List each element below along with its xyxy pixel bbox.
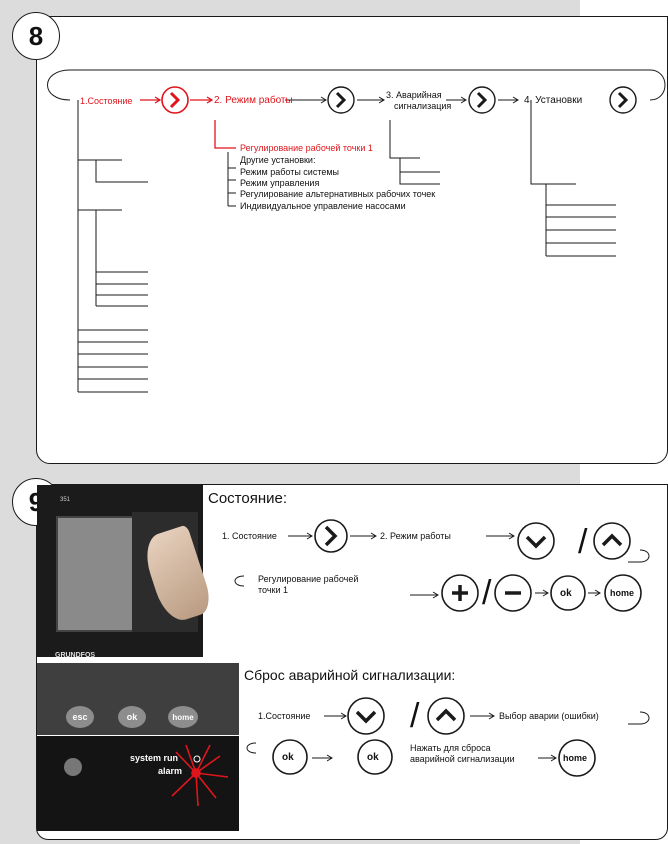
menu-status: 1.Состояние [80, 96, 133, 106]
home-button-reset: home [563, 753, 588, 763]
slash-1: / [578, 523, 588, 561]
menu-alarm-line2: сигнализация [394, 101, 452, 111]
ok-button-state: ok [560, 588, 572, 599]
state-step-mode: 2. Режим работы [380, 531, 451, 541]
slash-3: / [410, 697, 420, 735]
reset-step-status: 1.Состояние [258, 711, 311, 721]
mode-item-3: Режим работы системы [240, 167, 340, 177]
menu-mode: 2. Режим работы [214, 95, 293, 106]
choose-alarm: Выбор аварии (ошибки) [499, 711, 599, 721]
led-system-run-label: system run [130, 753, 179, 763]
mode-item-2: Другие установки: [240, 155, 316, 165]
slash-2: / [482, 574, 492, 612]
home-button-state: home [610, 588, 635, 598]
menu-alarm-line1: 3. Аварийная [386, 90, 442, 100]
press-line2: аварийной сигнализации [410, 754, 515, 764]
regulation-line2: точки 1 [258, 585, 288, 595]
power-icon [64, 758, 82, 776]
reset-title: Сброс аварийной сигнализации: [244, 667, 456, 683]
state-title: Состояние: [208, 490, 288, 507]
device-model: 351 [60, 497, 71, 503]
press-line1: Нажать для сброса [410, 743, 491, 753]
device-brand: GRUNDFOS [55, 652, 96, 659]
home-key[interactable]: home [168, 706, 198, 728]
ok-button-reset-2: ok [367, 752, 379, 763]
esc-key[interactable]: esc [66, 706, 94, 728]
mode-item-4: Режим управления [240, 178, 320, 188]
step-badge-8: 8 [12, 12, 60, 60]
led-alarm-label: alarm [158, 766, 183, 776]
state-step-status: 1. Состояние [222, 531, 277, 541]
ok-button-reset-1: ok [282, 752, 294, 763]
panel-8 [36, 16, 668, 464]
ok-key[interactable]: ok [118, 706, 146, 728]
menu-settings: 4. Установки [524, 95, 583, 106]
mode-item-6: Индивидуальное управление насосами [240, 201, 406, 211]
regulation-line1: Регулирование рабочей [258, 574, 359, 584]
mode-item-5: Регулирование альтернативных рабочих точ… [240, 189, 436, 199]
mode-item-1: Регулирование рабочей точки 1 [240, 143, 373, 153]
